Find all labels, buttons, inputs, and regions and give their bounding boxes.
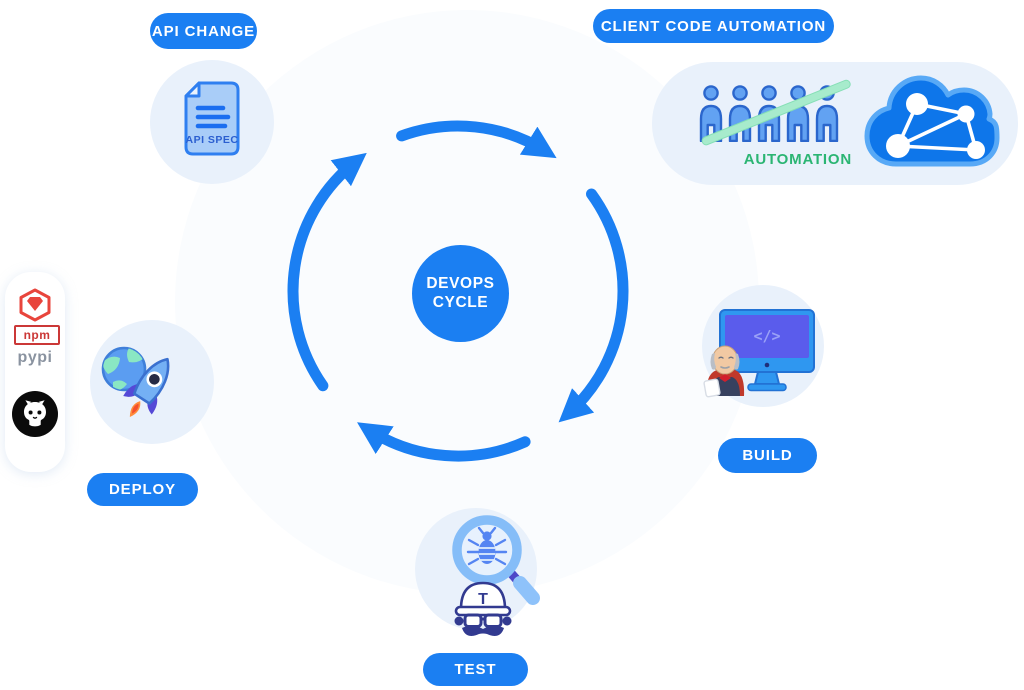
connector-line — [63, 315, 72, 389]
client-code-automation-label: CLIENT CODE AUTOMATION — [593, 9, 834, 43]
cycle-arrows-icon — [287, 120, 629, 462]
person-icon — [786, 85, 810, 142]
npm-icon: npm — [14, 325, 60, 345]
code-glyph: </> — [753, 327, 780, 345]
devops-line2: CYCLE — [432, 293, 489, 311]
bug-magnifier-icon: T — [452, 515, 540, 636]
api-spec-label: API SPEC — [185, 134, 238, 146]
automation-caption: AUTOMATION — [743, 151, 852, 168]
connector-line — [60, 315, 118, 324]
bug-icon — [466, 526, 508, 566]
pypi-logo: pypi — [13, 349, 57, 367]
api-spec-document-icon: API SPEC — [184, 81, 240, 156]
jenkins-mascot-icon — [703, 345, 745, 398]
travis-mascot-icon: T — [454, 581, 512, 636]
client-code-automation-panel: AUTOMATION — [652, 62, 1018, 185]
monitor-code-icon: </> — [719, 309, 815, 392]
api-change-label: API CHANGE — [150, 13, 257, 49]
devops-line1: DEVOPS — [426, 274, 495, 292]
test-label: TEST — [423, 653, 528, 686]
npm-text: npm — [23, 328, 51, 342]
registry-panel: npm pypi — [5, 272, 65, 472]
github-icon — [12, 391, 58, 437]
devops-cycle-badge: DEVOPS CYCLE — [412, 245, 509, 342]
connector-line — [63, 379, 108, 388]
pypi-text: pypi — [17, 349, 53, 366]
build-label: BUILD — [718, 438, 817, 473]
rubygems-icon — [19, 288, 51, 322]
rocket-globe-icon — [101, 346, 170, 418]
cloud-network-icon — [864, 75, 1000, 167]
helmet-letter: T — [478, 591, 488, 608]
deploy-label: DEPLOY — [87, 473, 198, 506]
